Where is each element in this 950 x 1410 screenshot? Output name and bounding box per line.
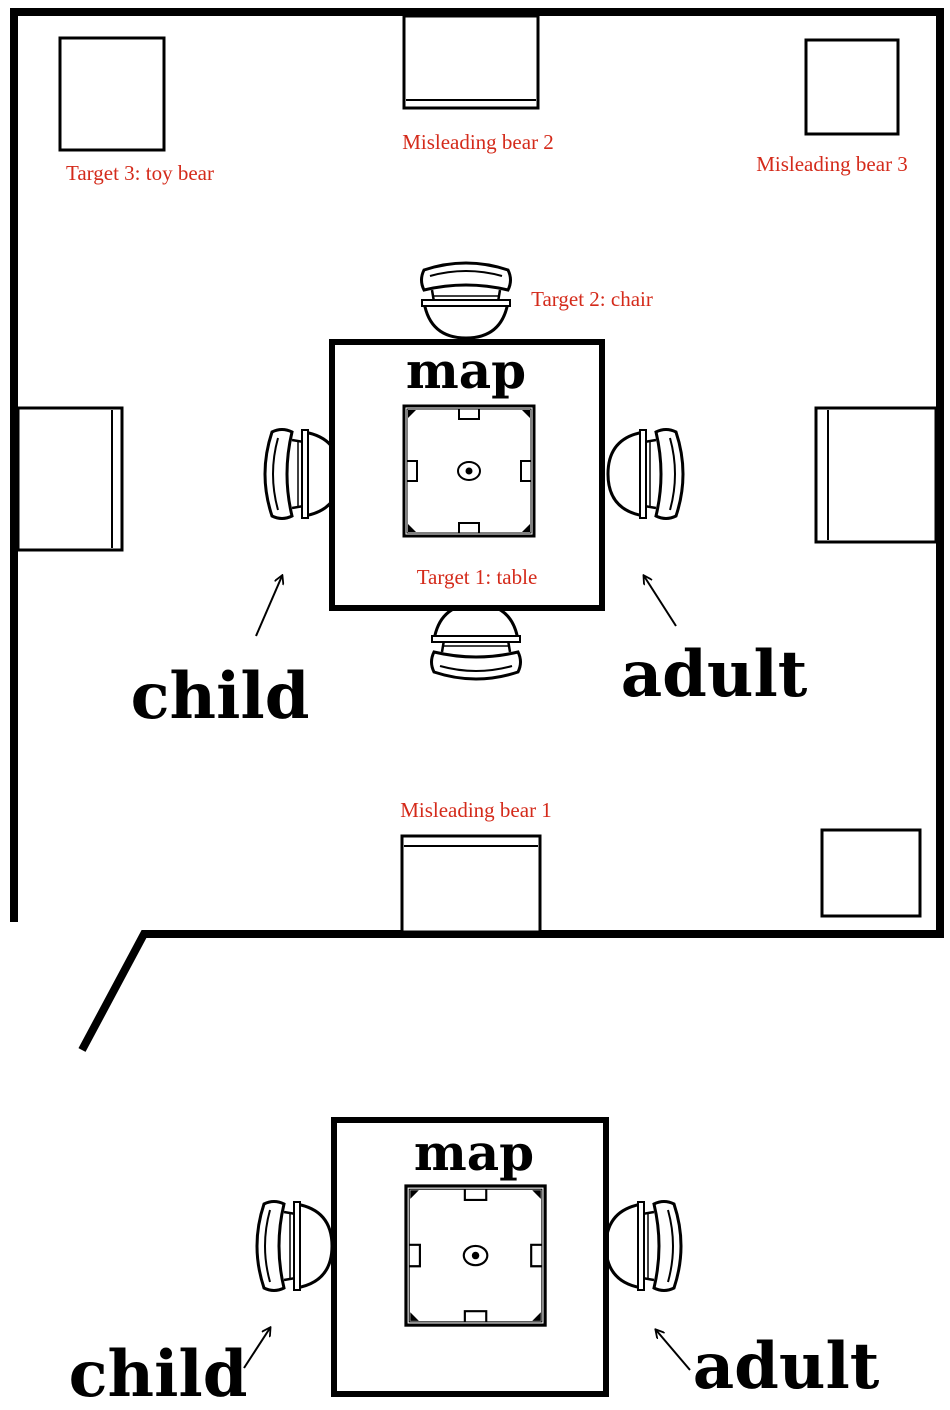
- room-walls: [10, 8, 944, 1052]
- room-map-drawing: [402, 404, 536, 538]
- detail-adult-chair: [604, 1200, 683, 1292]
- detail-child-chair: [255, 1200, 334, 1292]
- target-3-box: [58, 36, 166, 152]
- child-chair: [263, 428, 342, 520]
- detail-child-label: child: [69, 1337, 248, 1410]
- detail-map-label: map: [414, 1123, 534, 1182]
- corner-box: [820, 828, 922, 918]
- misleading-bear-1-label: Misleading bear 1: [400, 798, 552, 822]
- detail-child-arrow: [243, 1328, 270, 1369]
- room-adult-label: adult: [621, 637, 808, 712]
- misleading-bear-2-label: Misleading bear 2: [402, 130, 554, 154]
- misleading-bear-2-box: [402, 14, 540, 110]
- detail-adult-label: adult: [693, 1329, 880, 1404]
- room-child-label: child: [131, 659, 310, 734]
- bottom-chair: [430, 602, 522, 681]
- misleading-bear-1-box: [400, 834, 542, 934]
- adult-arrow: [644, 576, 677, 627]
- target-1-label: Target 1: table: [417, 565, 538, 589]
- detail-map-drawing: [404, 1184, 547, 1327]
- misleading-bear-3-box: [804, 38, 900, 136]
- child-arrow: [255, 576, 282, 637]
- misleading-bear-3-label: Misleading bear 3: [756, 152, 908, 176]
- room-map-label: map: [406, 341, 526, 400]
- left-wall-box: [16, 406, 124, 552]
- detail-adult-arrow: [656, 1330, 691, 1371]
- adult-chair: [606, 428, 685, 520]
- target-2-label: Target 2: chair: [531, 287, 653, 311]
- target-2-chair: [420, 261, 512, 340]
- right-wall-box: [814, 406, 938, 544]
- target-3-label: Target 3: toy bear: [66, 161, 214, 185]
